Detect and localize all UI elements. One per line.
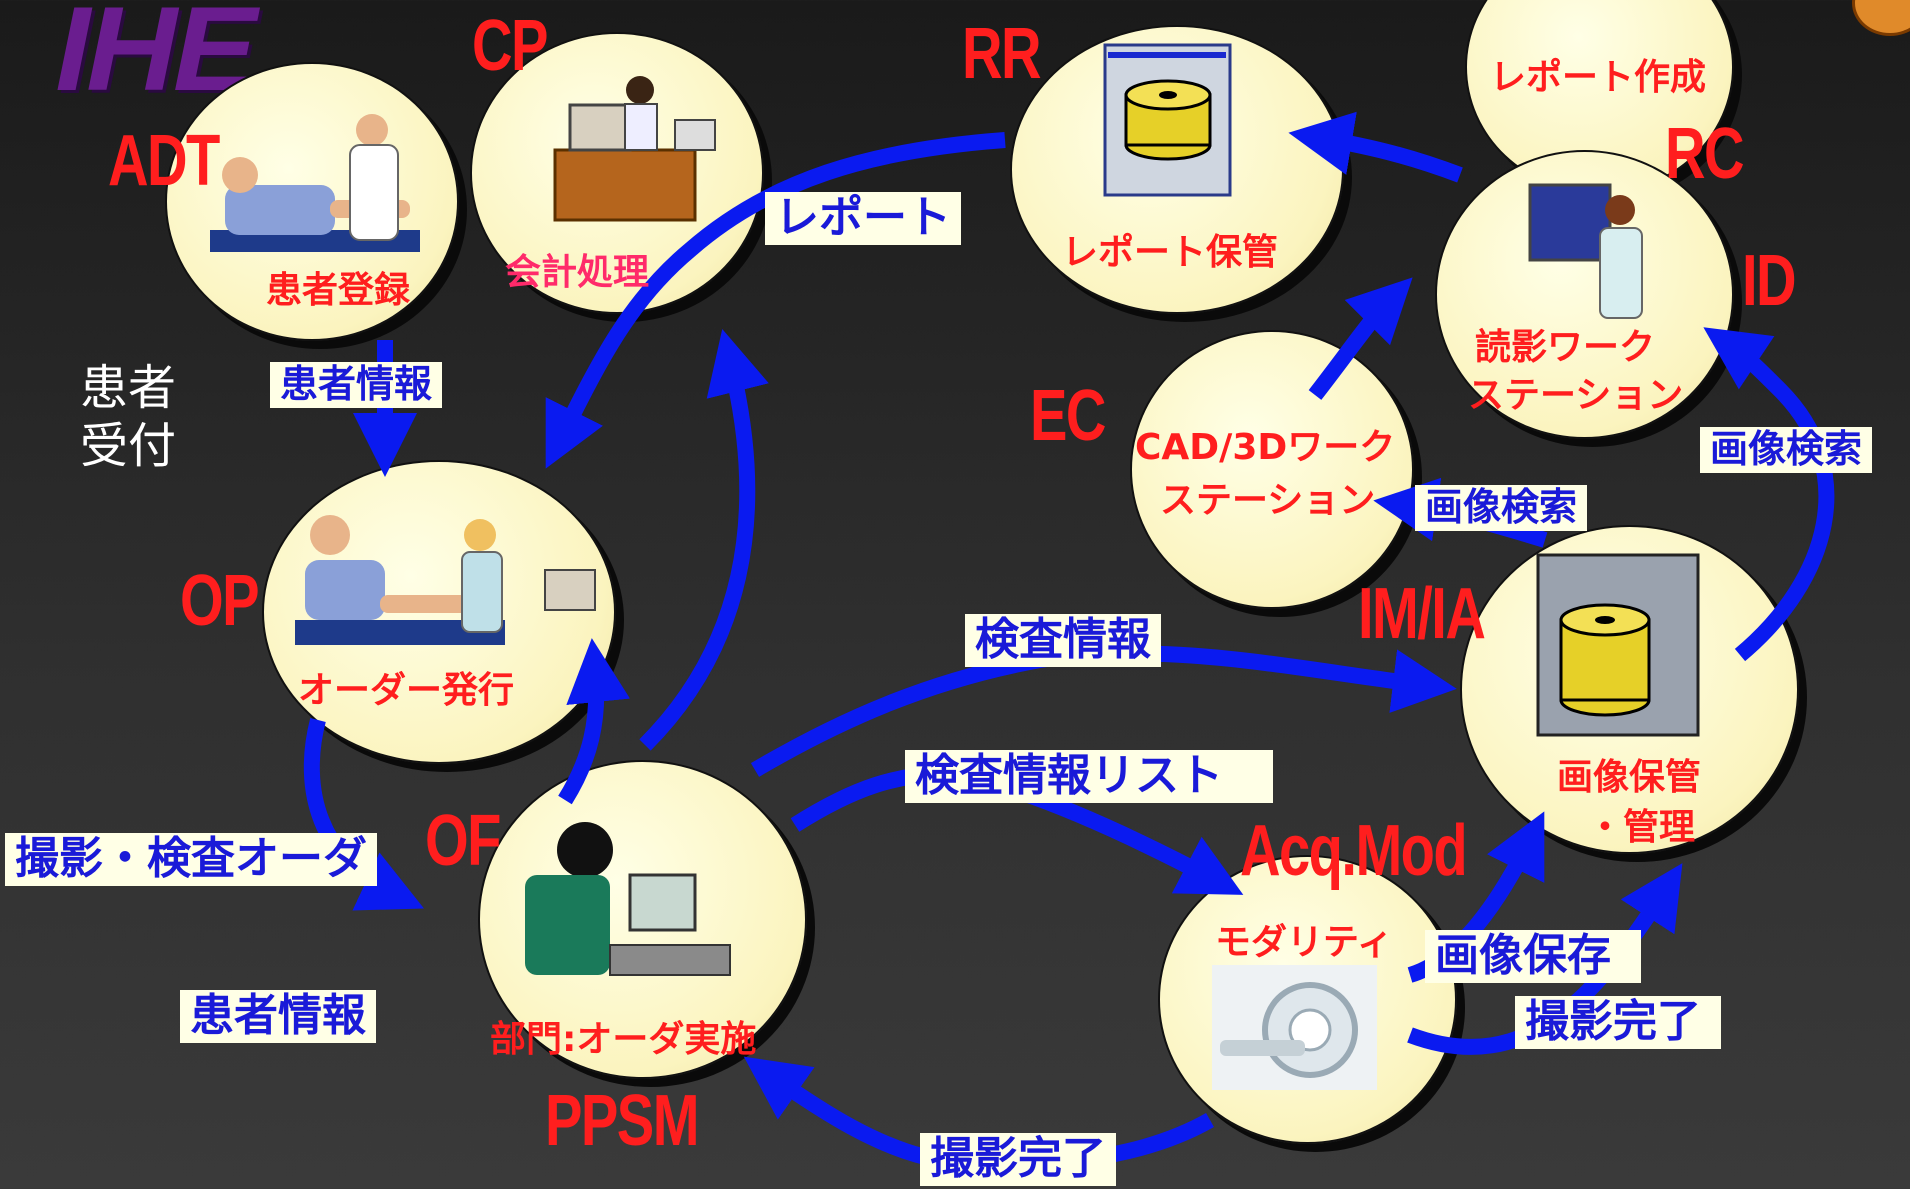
actor-rr: RR <box>962 14 1042 94</box>
actor-id: ID <box>1742 241 1797 321</box>
flow-label-patient-info-bottom: 患者情報 <box>180 990 376 1043</box>
side-label-line1: 患者 <box>80 360 177 416</box>
actor-acq-mod: Acq.Mod <box>1240 811 1468 891</box>
actor-op: OP <box>180 561 260 641</box>
flow-label-image-query-right: 画像検索 <box>1700 427 1873 473</box>
side-label-line2: 受付 <box>80 417 177 474</box>
caption-report-creation: レポート作成 <box>1490 57 1707 98</box>
caption-department: 部門:オーダ実施 <box>490 1019 757 1060</box>
actor-of: OF <box>425 801 501 881</box>
flow-label-acq-complete-bottom: 撮影完了 <box>920 1133 1116 1186</box>
flow-label-report: レポート <box>765 192 961 245</box>
node-cad-workstation <box>1130 330 1414 609</box>
accounting-desk-icon <box>553 76 716 222</box>
caption-reading-ws-1: 読影ワーク <box>1475 327 1656 368</box>
actor-cp: CP <box>472 6 548 86</box>
image-archive-icon <box>1536 553 1700 737</box>
flow-label-acq-complete-right: 撮影完了 <box>1515 996 1721 1049</box>
ct-scanner-icon <box>1212 965 1377 1090</box>
actor-ppsm: PPSM <box>545 1081 699 1161</box>
arrow-im-to-id <box>1703 327 1835 662</box>
arrow-of-to-cp <box>639 328 769 751</box>
arrow-ec-to-id <box>1308 277 1413 400</box>
arrow-of-to-op <box>558 638 631 805</box>
patient-nurse-icon <box>210 114 420 252</box>
actor-rc: RC <box>1665 114 1745 194</box>
side-label-reception: 患者 受付 <box>80 360 176 475</box>
arrow-rc-to-rr <box>1288 111 1463 183</box>
caption-image-archive-1: 画像保管 <box>1557 757 1702 798</box>
operator-terminal-icon <box>525 822 731 976</box>
flow-label-image-query-mid: 画像検索 <box>1415 485 1588 531</box>
caption-accounting: 会計処理 <box>505 252 650 293</box>
actor-ec: EC <box>1030 376 1106 456</box>
flow-label-exam-info: 検査情報 <box>965 614 1161 667</box>
caption-reading-ws-2: ステーション <box>1468 375 1684 416</box>
actor-im-ia: IM/IA <box>1358 574 1486 654</box>
caption-patient-registration: 患者登録 <box>266 270 411 311</box>
flow-label-image-store: 画像保存 <box>1425 930 1641 983</box>
report-archive-icon <box>1103 43 1232 197</box>
arrow-rr-to-op <box>545 132 1006 469</box>
flow-label-patient-info-top: 患者情報 <box>270 362 443 408</box>
caption-cad-ws-2: ステーション <box>1160 480 1376 521</box>
caption-image-archive-2: ・管理 <box>1587 807 1696 848</box>
caption-modality: モダリティ <box>1215 922 1393 963</box>
radiologist-workstation-icon <box>1528 183 1643 319</box>
caption-cad-ws-1: CAD/3Dワーク <box>1135 427 1396 468</box>
flow-label-order: 撮影・検査オーダ <box>5 833 377 886</box>
caption-report-storage: レポート保管 <box>1062 232 1279 273</box>
caption-order-placer: オーダー発行 <box>298 670 515 711</box>
actor-adt: ADT <box>108 121 220 201</box>
flow-label-exam-info-list: 検査情報リスト <box>905 750 1273 803</box>
patient-doctor-icon <box>295 515 596 645</box>
